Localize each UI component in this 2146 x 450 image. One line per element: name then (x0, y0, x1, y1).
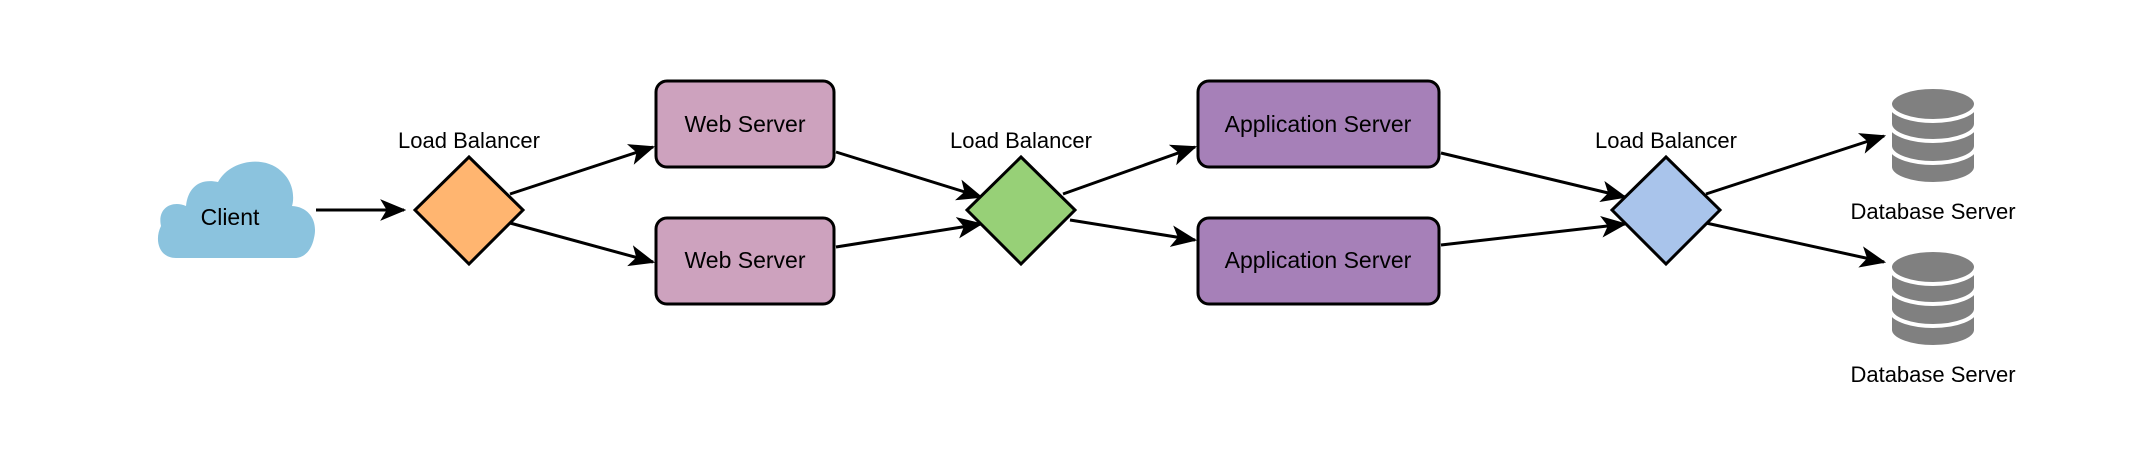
edge-lb2-app2 (1069, 218, 1198, 247)
app-server-2-label: Application Server (1225, 247, 1412, 273)
database-icon (1888, 85, 1978, 186)
edge-app1-lb3 (1440, 151, 1628, 202)
client-node: Client (157, 161, 316, 258)
load-balancer-2: Load Balancer (950, 128, 1092, 267)
edge-lb3-db1 (1705, 133, 1887, 196)
app-server-2-box (1196, 216, 1441, 306)
app-server-1-label: Application Server (1225, 111, 1412, 137)
load-balancer-1-diamond (412, 154, 526, 267)
client-label: Client (201, 204, 260, 230)
connectors (316, 133, 1887, 268)
load-balancer-1: Load Balancer (398, 128, 540, 267)
app-server-1-box (1196, 79, 1441, 169)
web-server-2-label: Web Server (684, 247, 805, 273)
load-balancer-2-label: Load Balancer (950, 128, 1092, 153)
app-server-2: Application Server (1196, 216, 1441, 306)
edge-app2-lb3 (1440, 215, 1628, 247)
load-balancer-3-label: Load Balancer (1595, 128, 1737, 153)
web-server-2-box (654, 216, 836, 306)
app-server-1: Application Server (1196, 79, 1441, 169)
web-server-1-box (654, 79, 836, 169)
edge-lb3-db2 (1705, 221, 1887, 268)
load-balancer-1-label: Load Balancer (398, 128, 540, 153)
web-server-2: Web Server (654, 216, 836, 306)
edge-web1-lb2 (835, 150, 984, 201)
web-server-1-label: Web Server (684, 111, 805, 137)
edge-lb1-web2 (509, 221, 656, 267)
load-balancer-2-diamond (964, 154, 1078, 267)
edge-web2-lb2 (835, 217, 984, 249)
cloud-icon (157, 161, 316, 258)
database-server-2: Database Server (1850, 248, 2016, 387)
load-balancer-3: Load Balancer (1595, 128, 1737, 267)
web-server-1: Web Server (654, 79, 836, 169)
edge-lb1-web1 (509, 144, 656, 196)
database-server-2-label: Database Server (1850, 362, 2015, 387)
database-icon (1888, 248, 1978, 349)
database-server-1: Database Server (1850, 85, 2016, 224)
database-server-1-label: Database Server (1850, 199, 2015, 224)
edge-lb2-app1 (1062, 144, 1198, 196)
load-balancer-3-diamond (1609, 154, 1723, 267)
